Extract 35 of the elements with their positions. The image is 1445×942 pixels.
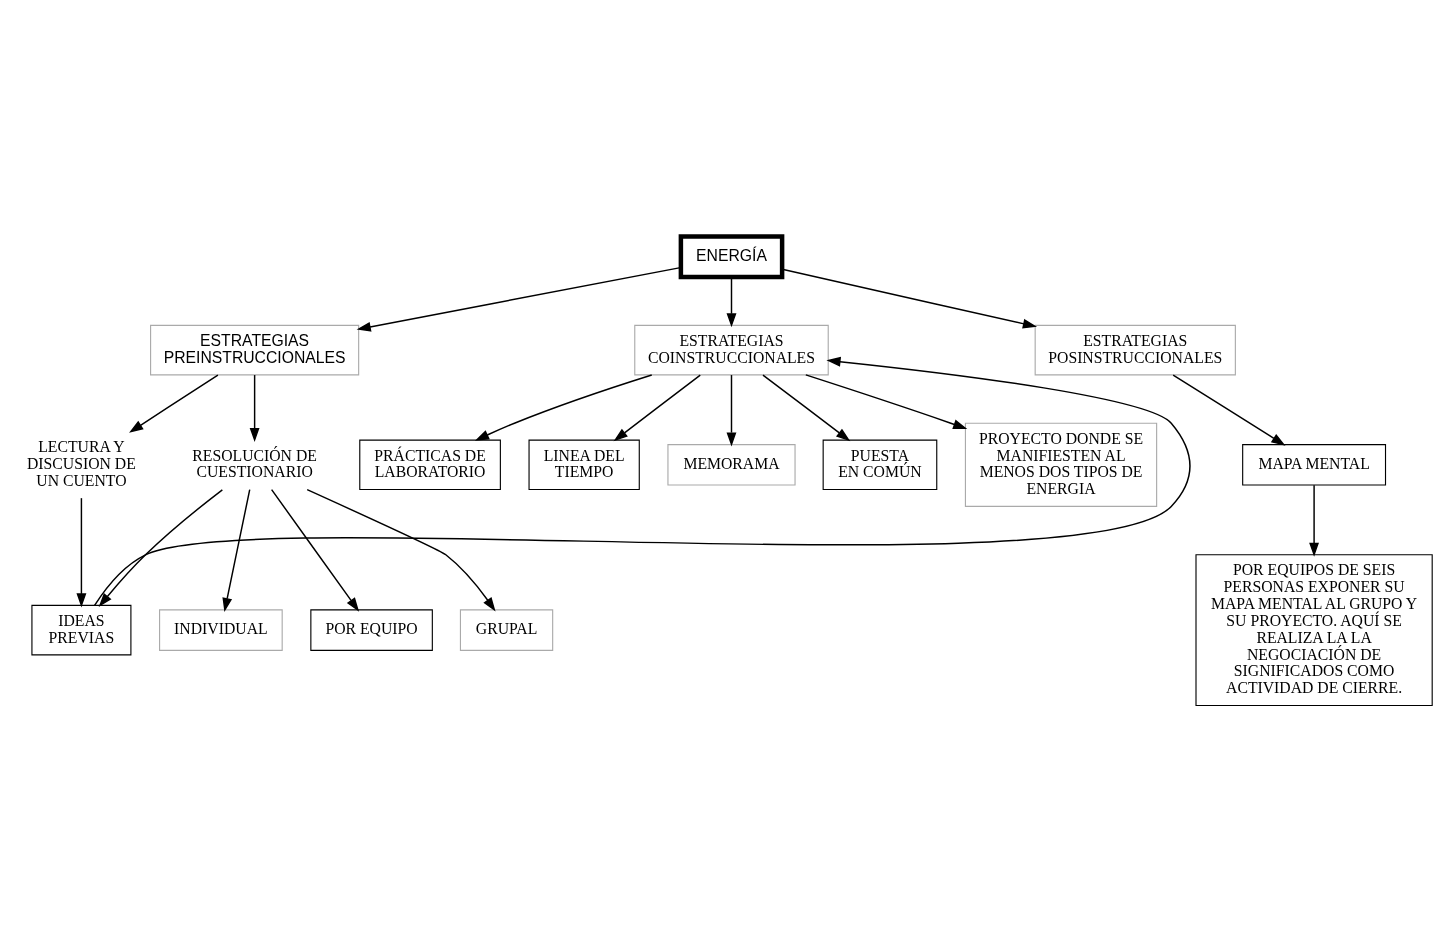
arrow xyxy=(93,356,1191,607)
node-box: MEMORAMA xyxy=(667,444,796,486)
arrow xyxy=(129,374,219,433)
node-box: GRUPAL xyxy=(459,609,554,651)
arrow xyxy=(805,374,968,429)
node-text: LECTURA Y DISCUSION DE UN CUENTO xyxy=(27,438,136,489)
node-box: ESTRATEGIAS COINSTRUCCIONALES xyxy=(634,324,829,376)
arrow xyxy=(1309,484,1320,557)
node-box: POR EQUIPOS DE SEIS PERSONAS EXPONER SU MAPA MENTAL AL GRUPO Y SU PROYECTO. AQUÍ SE REALIZA LA LA NEGOCIACIÓN DE SIGNIFICADOS COMO ACTIVIDAD DE CIERRE. xyxy=(1195,554,1433,707)
arrow xyxy=(76,497,87,608)
arrow xyxy=(356,266,682,332)
node-text: RESOLUCIÓN DE CUESTIONARIO xyxy=(192,446,317,481)
node-box: PUESTA EN COMÚN xyxy=(822,439,938,491)
arrow xyxy=(762,374,851,442)
arrow xyxy=(474,374,653,441)
arrow xyxy=(306,488,496,612)
node-box: LINEA DEL TIEMPO xyxy=(528,439,640,491)
arrow xyxy=(249,374,260,443)
node-box: MAPA MENTAL xyxy=(1242,444,1387,486)
node-box: ESTRATEGIAS PREINSTRUCCIONALES xyxy=(150,324,360,376)
arrow xyxy=(726,276,737,328)
arrow xyxy=(222,488,251,613)
node-box: PRÁCTICAS DE LABORATORIO xyxy=(359,439,501,491)
arrow xyxy=(270,488,360,612)
node-box: IDEAS PREVIAS xyxy=(31,604,132,656)
node-box: ESTRATEGIAS POSINSTRUCCIONALES xyxy=(1034,324,1236,376)
node-box: POR EQUIPO xyxy=(310,609,433,651)
node-box: PROYECTO DONDE SE MANIFIESTEN AL MENOS DOS TIPOS DE ENERGIA xyxy=(964,422,1158,507)
arrow xyxy=(98,489,224,608)
arrow xyxy=(1172,374,1286,446)
node-box: INDIVIDUAL xyxy=(159,609,283,651)
arrow xyxy=(613,374,701,442)
arrow xyxy=(726,374,737,447)
arrow xyxy=(781,268,1038,329)
node-box: ENERGÍA xyxy=(678,234,785,280)
